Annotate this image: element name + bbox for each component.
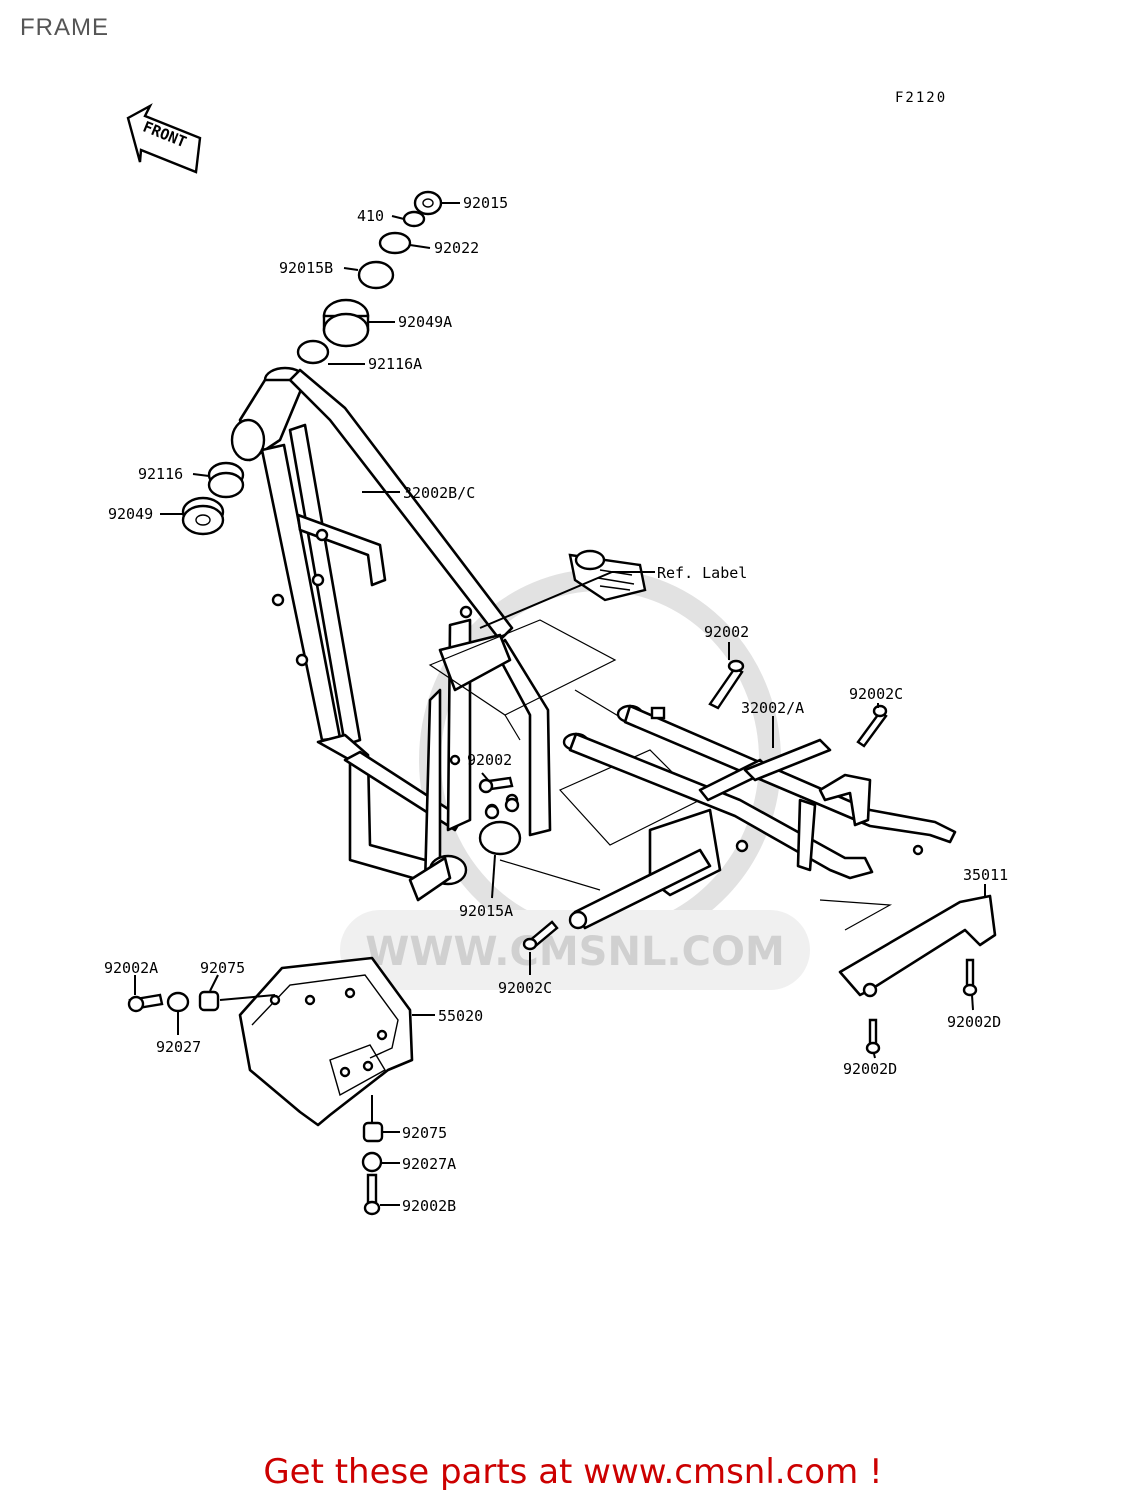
- callout-92015: 92015: [463, 194, 508, 212]
- callout-92002c-bot: 92002C: [498, 979, 552, 997]
- callout-55020: 55020: [438, 1007, 483, 1025]
- callout-32002a: 32002/A: [741, 699, 804, 717]
- callout-92075-bot: 92075: [402, 1124, 447, 1142]
- callout-32002bc: 32002B/C: [403, 484, 475, 502]
- callout-92049: 92049: [108, 505, 153, 523]
- callout-92002-mid: 92002: [467, 751, 512, 769]
- watermark-text: WWW.CMSNL.COM: [365, 929, 785, 975]
- callout-410: 410: [357, 207, 384, 225]
- steering-stem-parts: [181, 190, 443, 536]
- callout-92002a: 92002A: [104, 959, 158, 977]
- callout-92116a: 92116A: [368, 355, 422, 373]
- callout-35011: 35011: [963, 866, 1008, 884]
- rear-subframe: [562, 704, 957, 930]
- callout-ref-label: Ref. Label: [657, 564, 747, 582]
- front-arrow-icon: FRONT: [126, 103, 202, 174]
- callout-92002d-left: 92002D: [843, 1060, 897, 1078]
- reference-label-icon: [568, 549, 647, 602]
- callout-labels: 92015 410 92022 92015B 92049A 92116A 921…: [104, 194, 1008, 1215]
- callout-92002-top: 92002: [704, 623, 749, 641]
- footer-link[interactable]: Get these parts at www.cmsnl.com !: [263, 1452, 883, 1492]
- page-title: FRAME: [20, 14, 109, 41]
- main-frame: [230, 366, 552, 902]
- bolt-icons: [127, 659, 978, 1216]
- callout-92022: 92022: [434, 239, 479, 257]
- callout-92002c-top: 92002C: [849, 685, 903, 703]
- callout-92116: 92116: [138, 465, 183, 483]
- skid-plate-55020: [238, 956, 414, 1127]
- callout-92049a: 92049A: [398, 313, 452, 331]
- callout-92002b: 92002B: [402, 1197, 456, 1215]
- bracket-35011: [838, 894, 997, 998]
- leader-lines: [134, 202, 986, 1206]
- callout-92027a: 92027A: [402, 1155, 456, 1173]
- figure-code: F2120: [895, 90, 947, 106]
- callout-92075-top: 92075: [200, 959, 245, 977]
- callout-92002d-right: 92002D: [947, 1013, 1001, 1031]
- callout-92015a: 92015A: [459, 902, 513, 920]
- callout-92027: 92027: [156, 1038, 201, 1056]
- callout-92015b: 92015B: [279, 259, 333, 277]
